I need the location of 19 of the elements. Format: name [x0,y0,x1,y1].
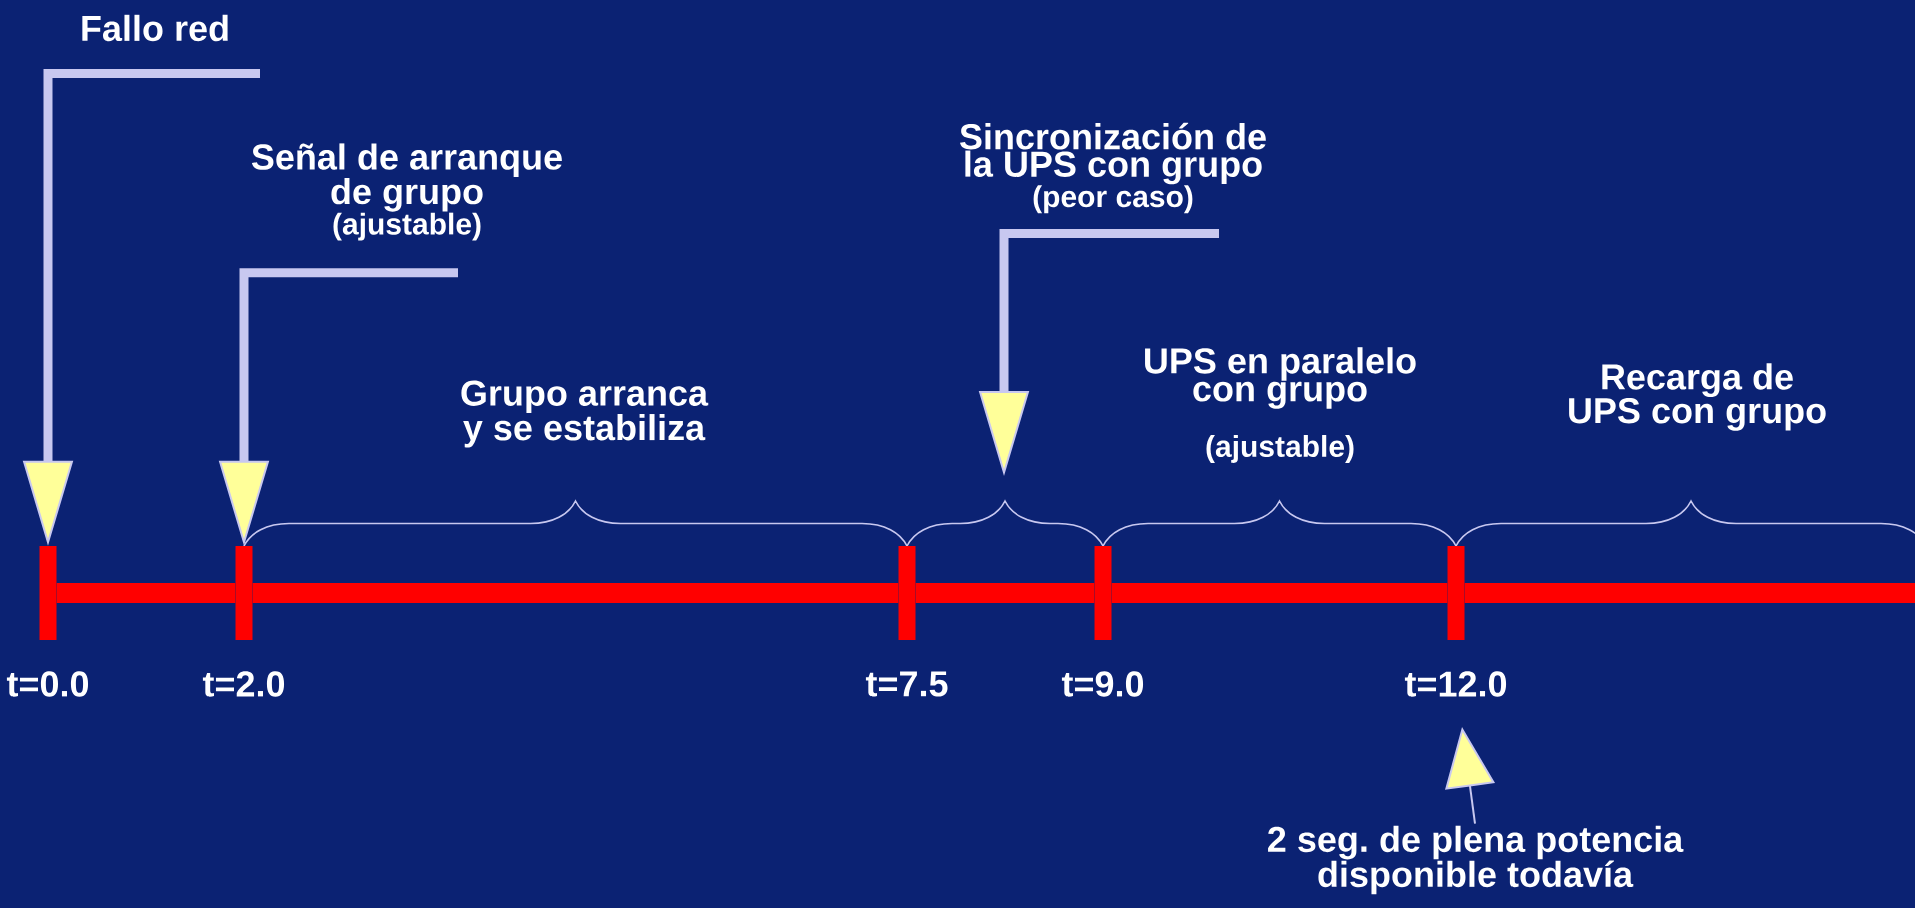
time-label: t=12.0 [1404,671,1507,697]
callout-text: Señal de arranque de grupo (ajustable) [251,143,562,241]
note-text: (ajustable) [1206,435,1354,463]
brace-label: Grupo arranca y se estabiliza [461,380,709,448]
timeline-segment [915,583,1095,603]
timeline-segment [56,583,236,603]
time-label: t=2.0 [202,671,285,697]
brace-label: Recarga de UPS con grupo [1569,363,1826,431]
callout-text: Sincronización de la UPS con grupo (peor caso) [960,122,1266,214]
callout-text: Fallo red [82,14,228,42]
timeline-segment [252,583,899,603]
brace-label: UPS en paralelo con grupo [1145,347,1416,409]
tick-mark [39,546,57,640]
timeline-segment [1111,583,1448,603]
time-label: t=7.5 [865,671,948,697]
time-label: t=9.0 [1061,671,1144,697]
timeline-segment [1464,583,1915,603]
callout-text: 2 seg. de plena potencia disponible todavía [1268,825,1684,895]
time-label: t=0.0 [6,671,89,697]
